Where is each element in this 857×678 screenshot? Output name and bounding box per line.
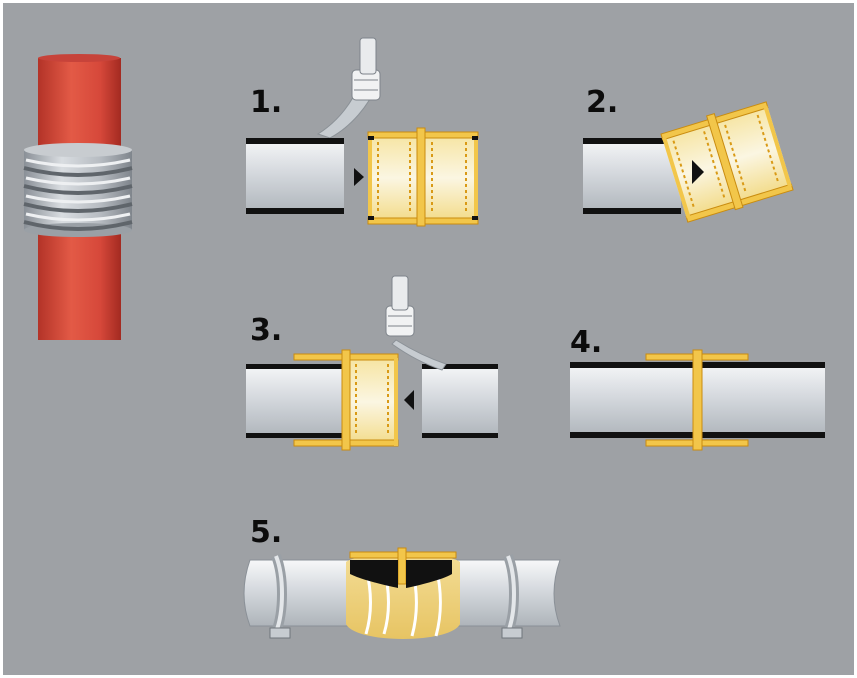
step-5-right-clamp [501,554,523,639]
step-4-coupler [645,349,749,451]
step-1-coupler [367,127,479,227]
step-1-pipe [246,138,344,214]
step-3-heater [385,275,447,371]
bellows-coupler [23,143,133,237]
step-3-arrow [404,390,414,410]
step-3-coupler [293,349,399,451]
step-4-label: 4. [570,325,602,360]
step-1-label: 1. [250,85,282,120]
step-2-label: 2. [586,85,618,120]
step-3-left-pipe [246,364,356,438]
step-1-heater [316,37,381,139]
step-5-label: 5. [250,515,282,550]
step-3-label: 3. [250,313,282,348]
step-5-wrapped-pipe [243,547,561,639]
step-1-arrow [354,168,364,186]
step-2-arrow [692,160,704,184]
step-2-pipe [583,138,681,214]
red-pipe-illustration [23,54,133,340]
step-5-left-clamp [269,554,291,639]
step-3-right-pipe [422,364,498,438]
step-2-coupler [660,101,794,223]
